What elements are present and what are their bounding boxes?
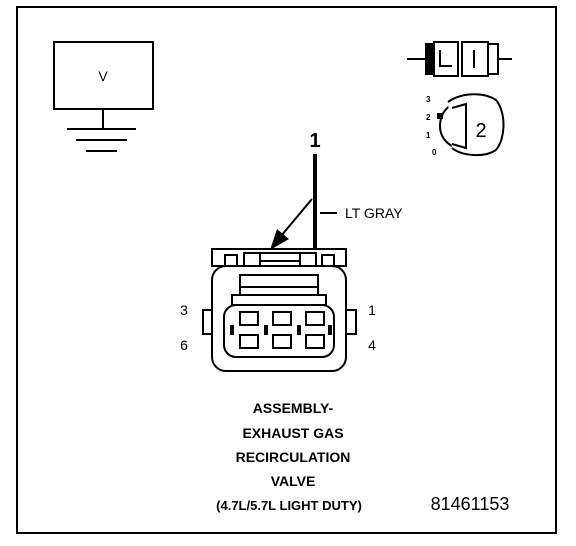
title-line-3: RECIRCULATION — [236, 449, 351, 465]
connector-face — [202, 248, 357, 372]
component-title: ASSEMBLY- EXHAUST GAS RECIRCULATION VALV… — [216, 400, 362, 513]
voltmeter-label: V — [98, 68, 108, 84]
figure-number: 81461153 — [431, 494, 510, 514]
wire-color-label: LT GRAY — [345, 205, 403, 221]
title-line-1: ASSEMBLY- — [253, 400, 334, 416]
wire-color-arrow-line — [280, 198, 313, 237]
pin-label-bottom-right: 4 — [368, 337, 376, 353]
scale-tick-0: 0 — [432, 148, 437, 157]
title-line-2: EXHAUST GAS — [242, 425, 343, 441]
scale-tick-1: 1 — [426, 131, 431, 140]
diagram-frame — [16, 6, 557, 534]
callout-number: 1 — [309, 130, 320, 152]
pin-label-top-right: 1 — [368, 302, 376, 318]
title-line-5: (4.7L/5.7L LIGHT DUTY) — [216, 498, 362, 513]
pin-label-top-left: 3 — [180, 302, 188, 318]
ground-icon — [67, 128, 136, 152]
cavity-dividers — [230, 325, 332, 335]
view-number: 2 — [475, 120, 486, 142]
scale-tick-3: 3 — [426, 95, 431, 104]
connector-halves-icon — [407, 41, 512, 77]
voltmeter-symbol: V — [53, 41, 154, 129]
title-line-4: VALVE — [271, 473, 316, 489]
wire-color-arrowhead — [270, 229, 289, 250]
pin-label-bottom-left: 6 — [180, 337, 188, 353]
scale-tick-2: 2 — [426, 113, 431, 122]
terminal-view-icon: 3 2 1 0 2 — [426, 93, 505, 157]
